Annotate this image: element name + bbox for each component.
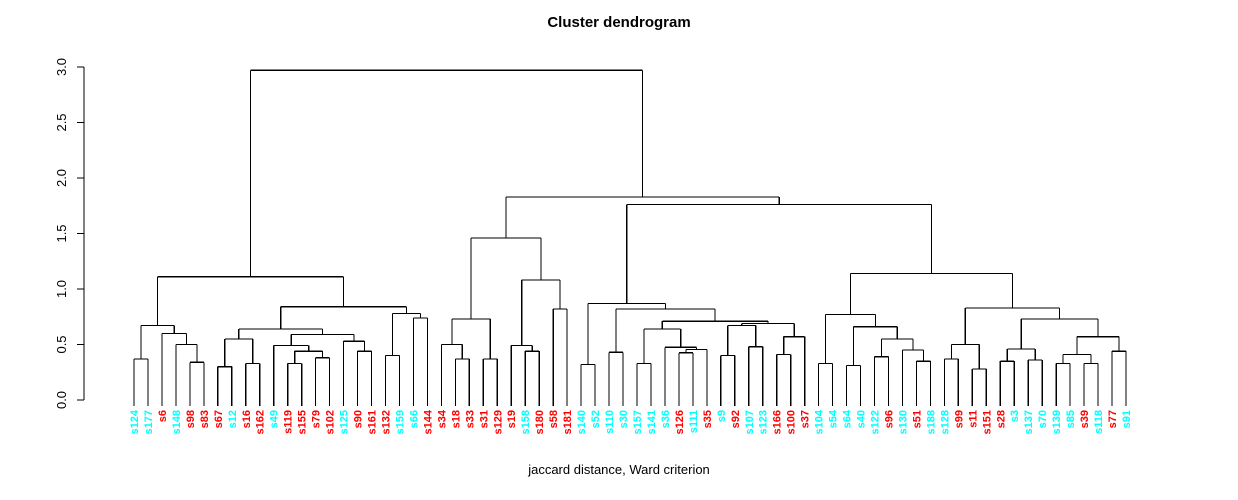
leaf-label: s49 xyxy=(269,410,281,428)
y-axis-tick-label: 1.0 xyxy=(54,280,69,298)
leaf-label: s18 xyxy=(450,410,462,428)
leaf-label: s157 xyxy=(632,410,644,434)
leaf-label: s139 xyxy=(1051,410,1063,434)
y-axis-tick-label: 2.0 xyxy=(54,169,69,187)
leaf-label: s129 xyxy=(492,410,504,434)
leaf-label: s37 xyxy=(800,410,812,428)
leaf-label: s91 xyxy=(1121,410,1133,428)
leaf-label: s67 xyxy=(213,410,225,428)
leaf-label: s162 xyxy=(255,410,267,434)
leaf-label: s126 xyxy=(674,410,686,434)
leaf-label: s180 xyxy=(534,410,546,434)
leaf-label: s16 xyxy=(241,410,253,428)
chart-title: Cluster dendrogram xyxy=(547,14,691,31)
leaf-label: s96 xyxy=(883,410,895,428)
leaf-label: s118 xyxy=(1093,410,1105,434)
leaf-label: s140 xyxy=(576,410,588,434)
leaf-label: s64 xyxy=(842,409,854,428)
leaf-label: s35 xyxy=(702,410,714,428)
leaf-label: s177 xyxy=(143,410,155,434)
leaf-label: s181 xyxy=(562,410,574,434)
leaf-label: s107 xyxy=(744,410,756,434)
leaf-label: s161 xyxy=(367,410,379,434)
leaf-label: s3 xyxy=(1009,410,1021,422)
leaf-label: s111 xyxy=(688,410,700,433)
leaf-label: s40 xyxy=(856,410,868,428)
leaf-label: s110 xyxy=(604,410,616,434)
leaf-label: s159 xyxy=(394,410,406,434)
leaf-label: s132 xyxy=(380,410,392,434)
leaf-label: s128 xyxy=(939,410,951,434)
leaf-label: s123 xyxy=(758,410,770,434)
leaf-label: s122 xyxy=(870,410,882,434)
y-axis-tick-label: 0.0 xyxy=(54,391,69,409)
leaf-label: s19 xyxy=(506,410,518,428)
leaf-label: s188 xyxy=(925,410,937,434)
leaf-label: s12 xyxy=(227,410,239,428)
y-axis-tick-label: 0.5 xyxy=(54,335,69,353)
leaf-label: s102 xyxy=(325,410,337,434)
leaf-label: s77 xyxy=(1107,410,1119,428)
leaf-label: s34 xyxy=(436,409,448,428)
leaf-label: s151 xyxy=(981,410,993,434)
leaf-label: s9 xyxy=(716,410,728,422)
leaf-label: s137 xyxy=(1023,410,1035,434)
leaf-label: s11 xyxy=(967,410,979,428)
leaf-label: s125 xyxy=(339,410,351,434)
leaf-label: s141 xyxy=(646,410,658,434)
leaf-label: s92 xyxy=(730,410,742,428)
y-axis-tick-label: 2.5 xyxy=(54,113,69,131)
leaf-label: s66 xyxy=(408,410,420,428)
leaf-label: s28 xyxy=(995,410,1007,428)
leaf-label: s155 xyxy=(297,410,309,434)
leaf-label: s124 xyxy=(129,409,141,434)
leaf-label: s79 xyxy=(311,410,323,428)
leaf-label: s30 xyxy=(618,410,630,428)
leaf-label: s144 xyxy=(422,409,434,434)
leaf-label: s166 xyxy=(772,410,784,434)
leaf-label: s6 xyxy=(157,410,169,422)
leaf-label: s51 xyxy=(911,410,923,428)
leaf-label: s36 xyxy=(660,410,672,428)
leaf-label: s99 xyxy=(953,410,965,428)
leaf-label: s31 xyxy=(478,410,490,428)
leaf-label: s52 xyxy=(590,410,602,428)
y-axis-tick-label: 1.5 xyxy=(54,224,69,242)
leaf-label: s70 xyxy=(1037,410,1049,428)
leaf-label: s98 xyxy=(185,410,197,428)
leaf-label: s58 xyxy=(548,410,560,428)
y-axis-tick-label: 3.0 xyxy=(54,58,69,76)
leaf-label: s100 xyxy=(786,410,798,434)
leaf-label: s90 xyxy=(353,410,365,428)
leaf-label: s85 xyxy=(1065,410,1077,428)
leaf-label: s54 xyxy=(828,409,840,428)
leaf-label: s158 xyxy=(520,410,532,434)
leaf-label: s130 xyxy=(897,410,909,434)
leaf-label: s39 xyxy=(1079,410,1091,428)
leaf-label: s33 xyxy=(464,410,476,428)
leaf-label: s104 xyxy=(814,409,826,434)
leaf-label: s148 xyxy=(171,410,183,434)
leaf-label: s119 xyxy=(283,410,295,434)
leaf-label: s83 xyxy=(199,410,211,428)
x-axis-label: jaccard distance, Ward criterion xyxy=(528,462,710,477)
